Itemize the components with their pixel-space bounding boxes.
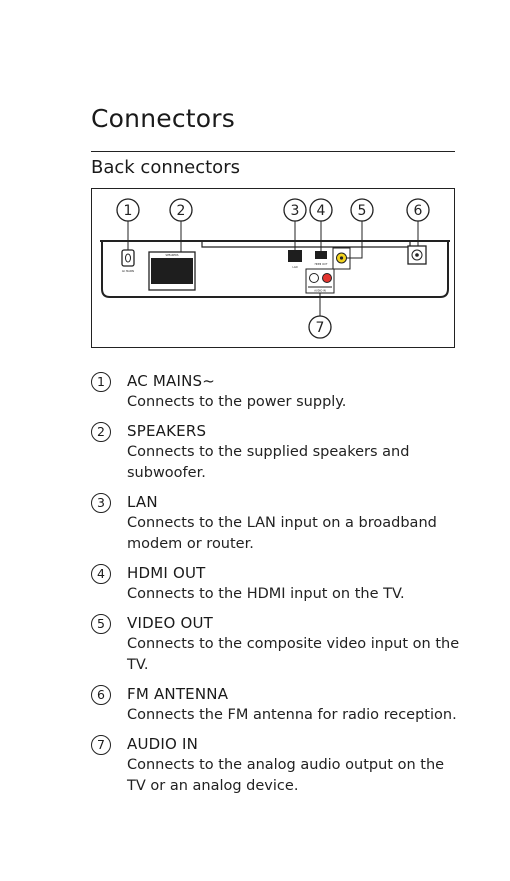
connector-description: Connects to the power supply.: [127, 394, 347, 410]
audio-in-right-jack: [322, 273, 332, 283]
back-panel-figure: AC MAINS SPEAKERS LAN HDMI OUT AUDIO IN: [91, 188, 455, 348]
svg-text:4: 4: [317, 203, 326, 219]
item-number-badge: 6: [91, 685, 111, 705]
lan-port: [288, 250, 302, 262]
fm-antenna-jack: [411, 249, 423, 261]
hdmi-panel-label: HDMI OUT: [315, 262, 328, 266]
connector-description: Connects the FM antenna for radio recept…: [127, 707, 457, 723]
item-number-badge: 5: [91, 614, 111, 634]
ac-mains-label: AC MAINS: [122, 269, 135, 273]
leader-5: [346, 221, 363, 259]
page-title: Connectors: [91, 104, 235, 133]
svg-text:5: 5: [358, 203, 367, 219]
callout-6: 6: [406, 198, 430, 222]
speaker-panel-label: SPEAKERS: [166, 253, 179, 257]
connector-description: Connects to the HDMI input on the TV.: [127, 586, 405, 602]
connector-name: LAN: [127, 493, 158, 511]
connector-item-video-out: 5 VIDEO OUT Connects to the composite vi…: [91, 613, 463, 676]
connector-name: FM ANTENNA: [127, 685, 229, 703]
fm-antenna-pin: [415, 253, 419, 257]
title-divider: [91, 151, 455, 152]
connector-description: Connects to the supplied speakers and su…: [127, 444, 410, 481]
device-recess: [201, 241, 411, 248]
ac-socket-hole: [125, 253, 131, 263]
connector-item-hdmi-out: 4 HDMI OUT Connects to the HDMI input on…: [91, 563, 463, 605]
svg-text:2: 2: [177, 203, 186, 219]
item-number-badge: 7: [91, 735, 111, 755]
connector-name: SPEAKERS: [127, 422, 207, 440]
callout-1: 1: [116, 198, 140, 222]
callout-4: 4: [309, 198, 333, 222]
lan-panel-label: LAN: [292, 265, 297, 269]
connector-name: VIDEO OUT: [127, 614, 214, 632]
connector-item-ac-mains: 1 AC MAINS~ Connects to the power supply…: [91, 371, 463, 413]
back-panel-diagram: AC MAINS SPEAKERS LAN HDMI OUT AUDIO IN: [100, 198, 450, 339]
video-out-jack-center: [339, 256, 344, 260]
callout-5: 5: [350, 198, 374, 222]
connector-name: AC MAINS~: [127, 372, 215, 390]
connector-item-fm-antenna: 6 FM ANTENNA Connects the FM antenna for…: [91, 684, 463, 726]
connector-description: Connects to the composite video input on…: [127, 636, 460, 673]
connector-item-lan: 3 LAN Connects to the LAN input on a bro…: [91, 492, 463, 555]
connector-description: Connects to the LAN input on a broadband…: [127, 515, 437, 552]
audio-panel-label: AUDIO IN: [314, 289, 326, 293]
connector-item-speakers: 2 SPEAKERS Connects to the supplied spea…: [91, 421, 463, 484]
item-number-badge: 4: [91, 564, 111, 584]
connector-name: AUDIO IN: [127, 735, 199, 753]
svg-text:3: 3: [291, 203, 300, 219]
connector-description: Connects to the analog audio output on t…: [127, 757, 445, 794]
connector-name: HDMI OUT: [127, 564, 206, 582]
hdmi-port: [315, 251, 327, 259]
ac-mains-socket: [121, 249, 135, 267]
speaker-terminal-strip: [151, 258, 193, 284]
callout-7: 7: [308, 315, 332, 339]
audio-in-left-jack: [309, 273, 319, 283]
svg-text:6: 6: [414, 203, 423, 219]
item-number-badge: 1: [91, 372, 111, 392]
connector-list: 1 AC MAINS~ Connects to the power supply…: [91, 371, 463, 797]
callout-3: 3: [283, 198, 307, 222]
callout-2: 2: [169, 198, 193, 222]
svg-text:7: 7: [316, 320, 325, 336]
item-number-badge: 3: [91, 493, 111, 513]
connector-item-audio-in: 7 AUDIO IN Connects to the analog audio …: [91, 734, 463, 797]
section-subtitle: Back connectors: [91, 157, 240, 178]
item-number-badge: 2: [91, 422, 111, 442]
svg-text:1: 1: [124, 203, 133, 219]
